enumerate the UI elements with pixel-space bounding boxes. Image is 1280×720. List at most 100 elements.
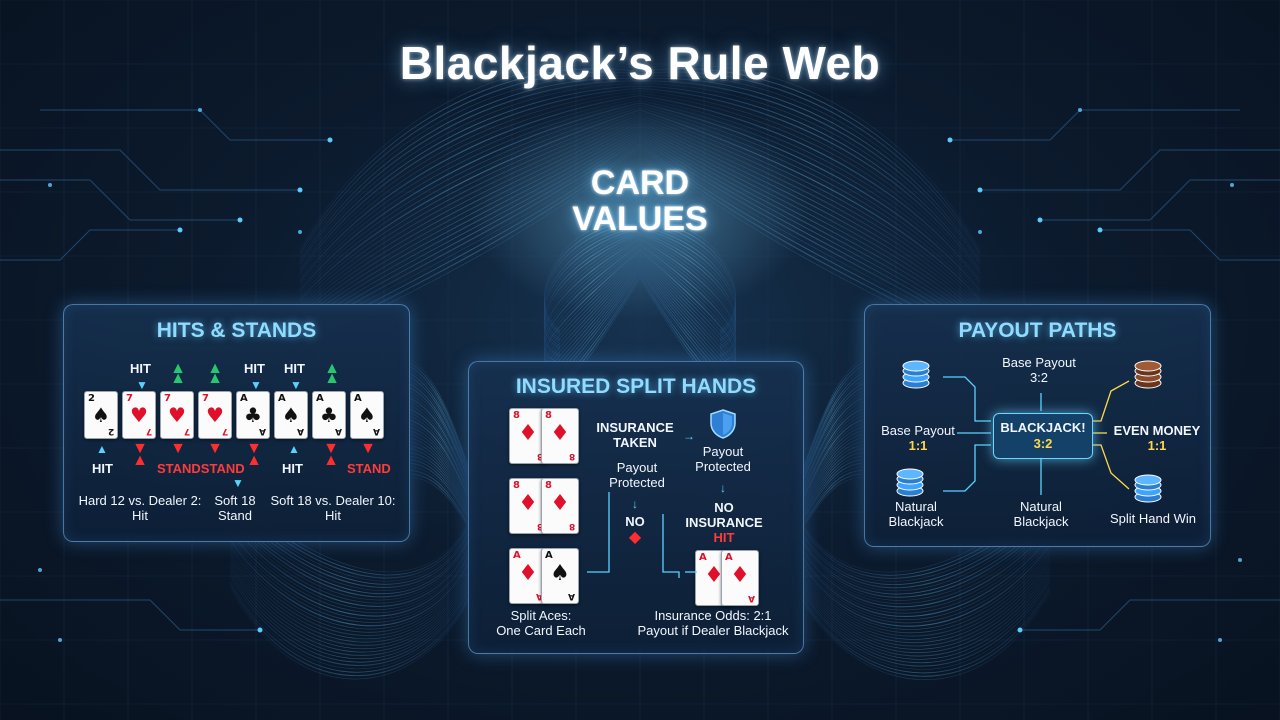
- up-arrow-icon: ▲: [323, 452, 339, 469]
- playing-card: 7♥7: [160, 391, 194, 439]
- payout-protected-left: Payout Protected: [597, 460, 677, 490]
- playing-card: 7♥7: [122, 391, 156, 439]
- note-hard-12-line1: Hard 12 vs. Dealer 2:: [78, 493, 202, 508]
- playing-card: A♣A: [236, 391, 270, 439]
- card-suit-icon: ♥: [206, 403, 224, 427]
- insurance-taken-line1: INSURANCE: [596, 420, 674, 435]
- diamond-icon: ◆: [628, 529, 642, 546]
- stand-stand-label: STANDSTAND: [157, 461, 245, 476]
- page-title: Blackjack’s Rule Web: [399, 37, 881, 89]
- hub-line-2: VALUES: [572, 200, 708, 238]
- split-hand-win: Split Hand Win: [1110, 511, 1196, 526]
- card-rank: A: [316, 393, 324, 404]
- natural-left-line1: Natural: [895, 499, 937, 514]
- playing-card: 7♥7: [198, 391, 232, 439]
- arrow-down-icon: ▼: [136, 378, 148, 392]
- arrow-up-icon: ▲: [96, 442, 108, 456]
- playing-card: 8♦8: [541, 408, 579, 464]
- card-rank: A: [278, 393, 286, 404]
- card-rank: A: [699, 552, 707, 563]
- hits-stands-panel: HITS & STANDS HIT HIT HIT ▼ ▲ ▲ ▲ ▲ ▼ ▼ …: [63, 304, 410, 542]
- base-payout-left-label: Base Payout: [881, 423, 955, 438]
- arrow-down-icon: ▼: [232, 476, 244, 490]
- playing-card: 2♠2: [84, 391, 118, 439]
- playing-card: A♦A: [721, 550, 759, 606]
- base-payout-left: Base Payout 1:1: [873, 423, 963, 453]
- note-hard-12-line2: Hit: [132, 508, 148, 523]
- blackjack-label: BLACKJACK!: [1000, 420, 1086, 435]
- arrow-up-icon: ▲: [288, 442, 300, 456]
- note-soft-18-line2: Stand: [218, 508, 252, 523]
- card-suit-icon: ♦: [730, 563, 750, 588]
- natural-mid-line1: Natural: [1020, 499, 1062, 514]
- down-arrow-icon: ▼: [207, 440, 223, 457]
- hit-label-top-1: HIT: [130, 361, 151, 376]
- hit-label-bottom-left: HIT: [92, 461, 113, 476]
- payout-protected-right-line2: Protected: [695, 459, 751, 474]
- card-rank-inverted: A: [259, 426, 266, 436]
- hit-label-top-3: HIT: [284, 361, 305, 376]
- card-rank: A: [545, 550, 553, 561]
- payout-connectors: [943, 376, 1130, 495]
- insurance-odds-note: Insurance Odds: 2:1 Payout if Dealer Bla…: [633, 608, 793, 638]
- payout-protected-left-line2: Protected: [609, 475, 665, 490]
- no-label: NO: [625, 514, 645, 529]
- card-rank-inverted: 7: [221, 426, 228, 436]
- even-money: EVEN MONEY 1:1: [1109, 423, 1205, 453]
- card-suit-icon: ♣: [320, 403, 338, 427]
- card-rank: 8: [545, 410, 552, 421]
- no-insurance-hit: HIT: [713, 530, 735, 545]
- natural-left-line2: Blackjack: [888, 514, 944, 529]
- card-rank: A: [354, 393, 362, 404]
- card-rank-inverted: 7: [183, 426, 190, 436]
- split-aces-line2: One Card Each: [496, 623, 586, 638]
- playing-card: 8♦8: [541, 478, 579, 534]
- card-rank: 8: [513, 480, 520, 491]
- base-payout-top-value: 3:2: [1029, 370, 1049, 385]
- card-suit-icon: ♦: [550, 491, 570, 516]
- stand-label-right: STAND: [347, 461, 391, 476]
- card-rank: 8: [513, 410, 520, 421]
- arrow-down-icon: ↓: [632, 497, 638, 511]
- card-rank: 7: [126, 393, 133, 404]
- note-soft-18: Soft 18 Stand: [204, 493, 266, 523]
- down-arrow-icon: ▼: [132, 440, 148, 457]
- base-payout-top: Base Payout 3:2: [989, 355, 1089, 385]
- natural-blackjack-left: Natural Blackjack: [875, 499, 957, 529]
- card-rank: 2: [88, 393, 95, 404]
- card-suit-icon: ♣: [244, 403, 262, 427]
- split-aces-line1: Split Aces:: [510, 608, 572, 623]
- card-suit-icon: ♠: [282, 403, 300, 427]
- card-suit-icon: ♥: [168, 403, 186, 427]
- card-suit-icon: ♠: [358, 403, 376, 427]
- playing-card: A♠A: [350, 391, 384, 439]
- base-payout-top-label: Base Payout: [1002, 355, 1076, 370]
- playing-card: A♣A: [312, 391, 346, 439]
- card-rank: 7: [164, 393, 171, 404]
- card-suit-icon: ♦: [704, 563, 724, 588]
- card-suit-icon: ♠: [550, 561, 570, 586]
- payout-paths-title: PAYOUT PATHS: [958, 319, 1117, 342]
- arrow-right-icon: →: [683, 429, 695, 443]
- playing-card: 8♦8: [509, 408, 547, 464]
- shield-icon: [710, 409, 736, 439]
- card-suit-icon: ♦: [518, 491, 538, 516]
- insurance-odds-line1: Insurance Odds: 2:1: [654, 608, 772, 623]
- down-arrow-icon: ▼: [360, 440, 376, 457]
- up-arrow-icon: ▲: [170, 370, 186, 387]
- hit-label-top-2: HIT: [244, 361, 265, 376]
- note-soft-18-dealer-10-line2: Hit: [325, 508, 341, 523]
- no-insurance-line2: INSURANCE: [685, 515, 763, 530]
- payout-protected-left-line1: Payout: [616, 460, 658, 475]
- even-money-label: EVEN MONEY: [1113, 423, 1201, 438]
- blackjack-node: BLACKJACK! 3:2: [993, 413, 1093, 459]
- payout-protected-right: Payout Protected: [683, 444, 763, 474]
- card-rank-inverted: A: [373, 426, 380, 436]
- card-rank-inverted: A: [297, 426, 304, 436]
- blackjack-value: 3:2: [1033, 436, 1053, 451]
- no-insurance-label: NO INSURANCE HIT: [681, 500, 767, 545]
- card-rank-inverted: 2: [107, 426, 114, 436]
- insured-split-title: INSURED SPLIT HANDS: [515, 375, 757, 398]
- card-rank: 7: [202, 393, 209, 404]
